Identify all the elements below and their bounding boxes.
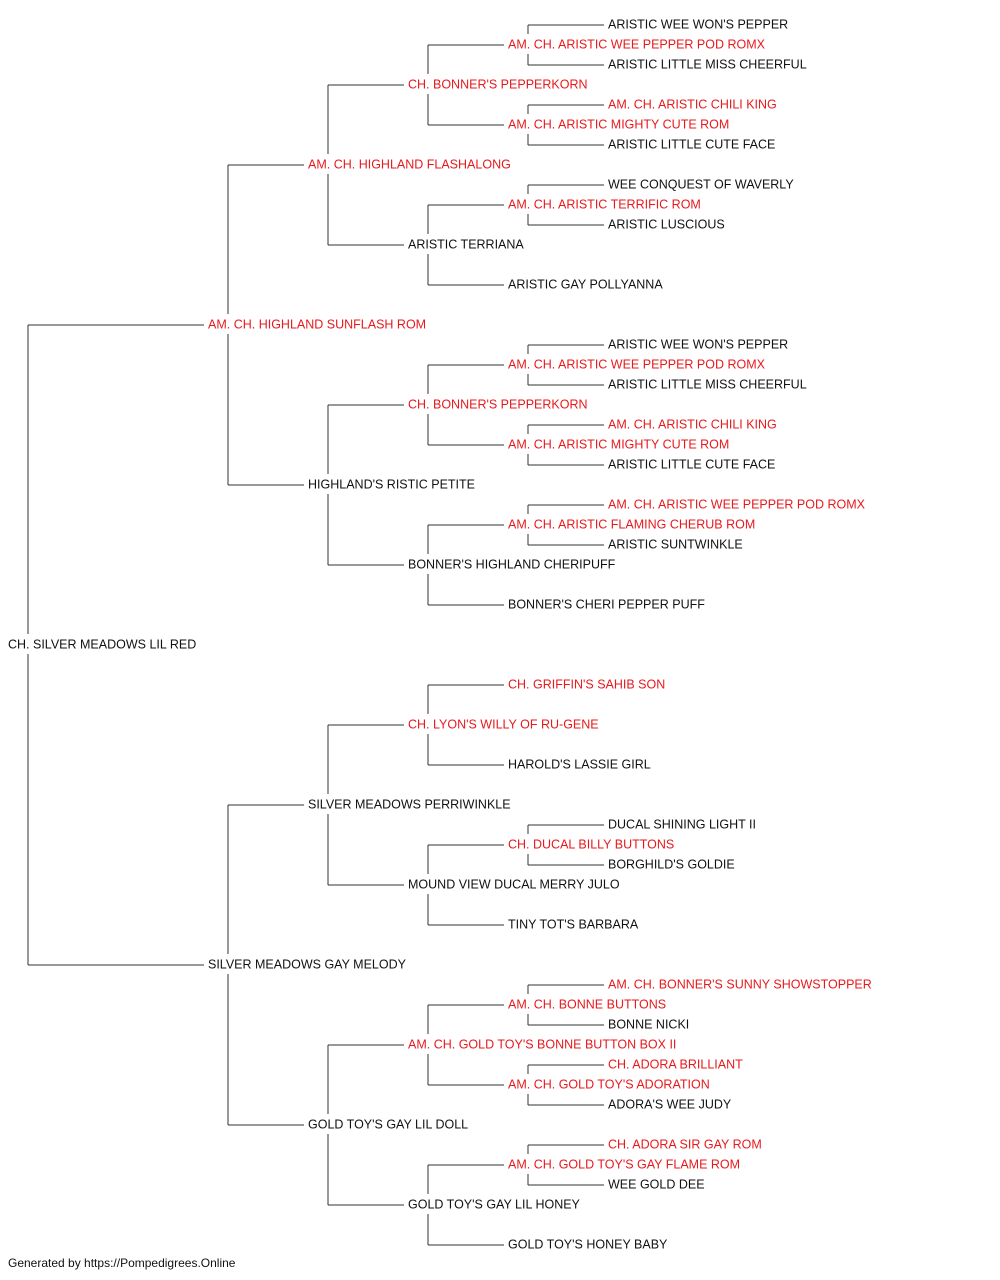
pedigree-node-gen5[interactable]: ARISTIC LITTLE CUTE FACE	[608, 138, 775, 152]
pedigree-node-gen5[interactable]: ARISTIC WEE WON'S PEPPER	[608, 18, 788, 32]
pedigree-node-gen2[interactable]: HIGHLAND'S RISTIC PETITE	[308, 478, 475, 492]
pedigree-node-gen4[interactable]: HAROLD'S LASSIE GIRL	[508, 758, 651, 772]
pedigree-node-gen2[interactable]: GOLD TOY'S GAY LIL DOLL	[308, 1118, 468, 1132]
pedigree-node-gen1[interactable]: SILVER MEADOWS GAY MELODY	[208, 958, 407, 972]
pedigree-node-gen5[interactable]: ARISTIC WEE WON'S PEPPER	[608, 338, 788, 352]
pedigree-node-gen5[interactable]: ARISTIC LITTLE MISS CHEERFUL	[608, 58, 807, 72]
pedigree-node-gen3[interactable]: CH. BONNER'S PEPPERKORN	[408, 78, 588, 92]
pedigree-node-gen4[interactable]: AM. CH. ARISTIC FLAMING CHERUB ROM	[508, 518, 755, 532]
pedigree-node-gen5[interactable]: ARISTIC LITTLE MISS CHEERFUL	[608, 378, 807, 392]
pedigree-node-gen5[interactable]: AM. CH. BONNER'S SUNNY SHOWSTOPPER	[608, 978, 872, 992]
pedigree-node-gen3[interactable]: AM. CH. GOLD TOY'S BONNE BUTTON BOX II	[408, 1038, 676, 1052]
pedigree-node-gen2[interactable]: SILVER MEADOWS PERRIWINKLE	[308, 798, 511, 812]
pedigree-node-gen4[interactable]: AM. CH. GOLD TOY'S ADORATION	[508, 1078, 710, 1092]
pedigree-node-gen3[interactable]: ARISTIC TERRIANA	[408, 238, 524, 252]
pedigree-node-gen5[interactable]: ADORA'S WEE JUDY	[608, 1098, 732, 1112]
pedigree-node-gen4[interactable]: AM. CH. ARISTIC WEE PEPPER POD ROMX	[508, 38, 766, 52]
pedigree-names: CH. SILVER MEADOWS LIL RED AM. CH. HIGHLA…	[8, 18, 872, 1252]
pedigree-node-gen4[interactable]: AM. CH. ARISTIC TERRIFIC ROM	[508, 198, 701, 212]
pedigree-node-gen1[interactable]: AM. CH. HIGHLAND SUNFLASH ROM	[208, 318, 426, 332]
pedigree-node-gen5[interactable]: WEE GOLD DEE	[608, 1178, 705, 1192]
pedigree-node-gen5[interactable]: WEE CONQUEST OF WAVERLY	[608, 178, 794, 192]
pedigree-node-gen4[interactable]: AM. CH. ARISTIC MIGHTY CUTE ROM	[508, 438, 729, 452]
pedigree-node-gen3[interactable]: CH. LYON'S WILLY OF RU-GENE	[408, 718, 599, 732]
pedigree-connectors	[27, 24, 604, 1246]
pedigree-node-gen5[interactable]: CH. ADORA BRILLIANT	[608, 1058, 743, 1072]
pedigree-node-gen5[interactable]: ARISTIC LITTLE CUTE FACE	[608, 458, 775, 472]
pedigree-node-gen5[interactable]: ARISTIC LUSCIOUS	[608, 218, 725, 232]
pedigree-node-gen5[interactable]: AM. CH. ARISTIC WEE PEPPER POD ROMX	[608, 498, 866, 512]
pedigree-node-gen5[interactable]: ARISTIC SUNTWINKLE	[608, 538, 743, 552]
pedigree-node-gen5[interactable]: BONNE NICKI	[608, 1018, 689, 1032]
pedigree-node-gen3[interactable]: MOUND VIEW DUCAL MERRY JULO	[408, 878, 620, 892]
pedigree-node-gen5[interactable]: AM. CH. ARISTIC CHILI KING	[608, 98, 777, 112]
pedigree-node-gen4[interactable]: AM. CH. BONNE BUTTONS	[508, 998, 666, 1012]
pedigree-node-gen0[interactable]: CH. SILVER MEADOWS LIL RED	[8, 638, 196, 652]
pedigree-node-gen5[interactable]: CH. ADORA SIR GAY ROM	[608, 1138, 762, 1152]
pedigree-node-gen5[interactable]: DUCAL SHINING LIGHT II	[608, 818, 756, 832]
pedigree-node-gen2[interactable]: AM. CH. HIGHLAND FLASHALONG	[308, 158, 511, 172]
pedigree-node-gen4[interactable]: AM. CH. GOLD TOY'S GAY FLAME ROM	[508, 1158, 740, 1172]
pedigree-node-gen4[interactable]: AM. CH. ARISTIC MIGHTY CUTE ROM	[508, 118, 729, 132]
pedigree-node-gen4[interactable]: TINY TOT'S BARBARA	[508, 918, 639, 932]
pedigree-node-gen3[interactable]: BONNER'S HIGHLAND CHERIPUFF	[408, 558, 616, 572]
pedigree-node-gen4[interactable]: GOLD TOY'S HONEY BABY	[508, 1238, 668, 1252]
pedigree-node-gen4[interactable]: CH. GRIFFIN'S SAHIB SON	[508, 678, 665, 692]
pedigree-node-gen4[interactable]: CH. DUCAL BILLY BUTTONS	[508, 838, 674, 852]
pedigree-node-gen4[interactable]: ARISTIC GAY POLLYANNA	[508, 278, 663, 292]
pedigree-node-gen4[interactable]: AM. CH. ARISTIC WEE PEPPER POD ROMX	[508, 358, 766, 372]
pedigree-node-gen5[interactable]: AM. CH. ARISTIC CHILI KING	[608, 418, 777, 432]
pedigree-node-gen5[interactable]: BORGHILD'S GOLDIE	[608, 858, 735, 872]
pedigree-node-gen3[interactable]: CH. BONNER'S PEPPERKORN	[408, 398, 588, 412]
pedigree-node-gen3[interactable]: GOLD TOY'S GAY LIL HONEY	[408, 1198, 581, 1212]
pedigree-node-gen4[interactable]: BONNER'S CHERI PEPPER PUFF	[508, 598, 705, 612]
footer-credit[interactable]: Generated by https://Pompedigrees.Online	[8, 1256, 236, 1270]
